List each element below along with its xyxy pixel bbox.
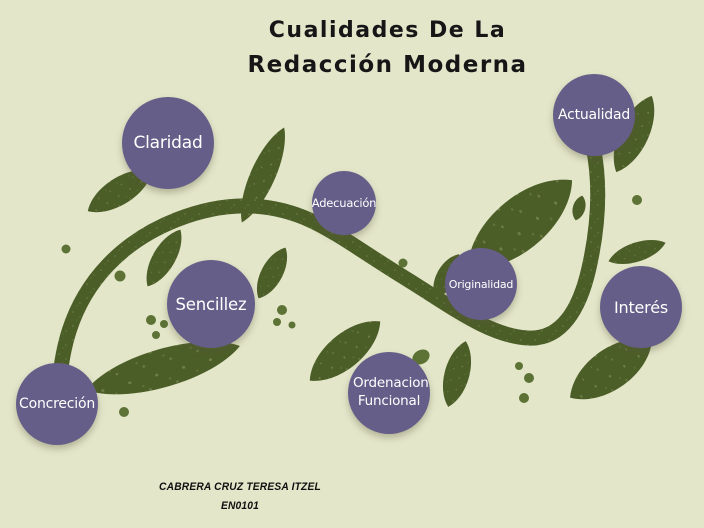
berry-dot	[277, 305, 287, 315]
page-title: Cualidades De La Redacción Moderna	[205, 14, 570, 83]
berry-dot	[288, 321, 296, 329]
node-label: Ordenacion Funcional	[353, 375, 429, 409]
node-concrecion[interactable]: Concreción	[16, 363, 98, 445]
node-interes[interactable]: Interés	[600, 266, 682, 348]
node-label: Concreción	[19, 396, 95, 412]
page-title-line1: Cualidades De La	[268, 18, 507, 43]
berry-dot	[632, 195, 642, 205]
course-code: EN0101	[220, 499, 260, 512]
vine-stem	[50, 138, 606, 410]
node-label: Adecuación	[311, 196, 377, 210]
leaf-shape	[569, 194, 589, 222]
berry-dot	[519, 393, 529, 403]
berry-dot	[160, 320, 168, 328]
berry-dot	[152, 331, 160, 339]
node-ordenacion-funcional[interactable]: Ordenacion Funcional	[348, 352, 430, 434]
node-sencillez[interactable]: Sencillez	[167, 260, 255, 348]
node-actualidad[interactable]: Actualidad	[553, 74, 635, 156]
node-label: Originalidad	[448, 277, 514, 291]
berry-dot	[114, 270, 126, 282]
berry-dot	[524, 373, 534, 383]
node-claridad[interactable]: Claridad	[122, 97, 214, 189]
berry-dot	[515, 362, 523, 370]
leaf-shape	[436, 337, 478, 411]
footer-credit: CABRERA CRUZ TERESA ITZEL EN0101	[147, 478, 333, 515]
leaf-shape	[605, 233, 669, 271]
node-adecuacion[interactable]: Adecuación	[312, 171, 376, 235]
author-name: CABRERA CRUZ TERESA ITZEL	[159, 481, 321, 493]
node-label: Interés	[614, 297, 668, 317]
berry-dot	[273, 318, 281, 326]
node-originalidad[interactable]: Originalidad	[445, 248, 517, 320]
berry-dot	[61, 244, 71, 254]
berry-dot	[119, 407, 129, 417]
berry-dots	[61, 195, 642, 417]
node-label: Sencillez	[175, 294, 247, 314]
node-label: Actualidad	[557, 107, 631, 123]
berry-dot	[398, 258, 408, 268]
leaf-shape	[249, 242, 295, 304]
berry-dot	[412, 349, 430, 365]
page-title-line2: Redacción Moderna	[247, 52, 528, 79]
berry-dot	[146, 315, 156, 325]
node-label: Claridad	[133, 133, 203, 153]
